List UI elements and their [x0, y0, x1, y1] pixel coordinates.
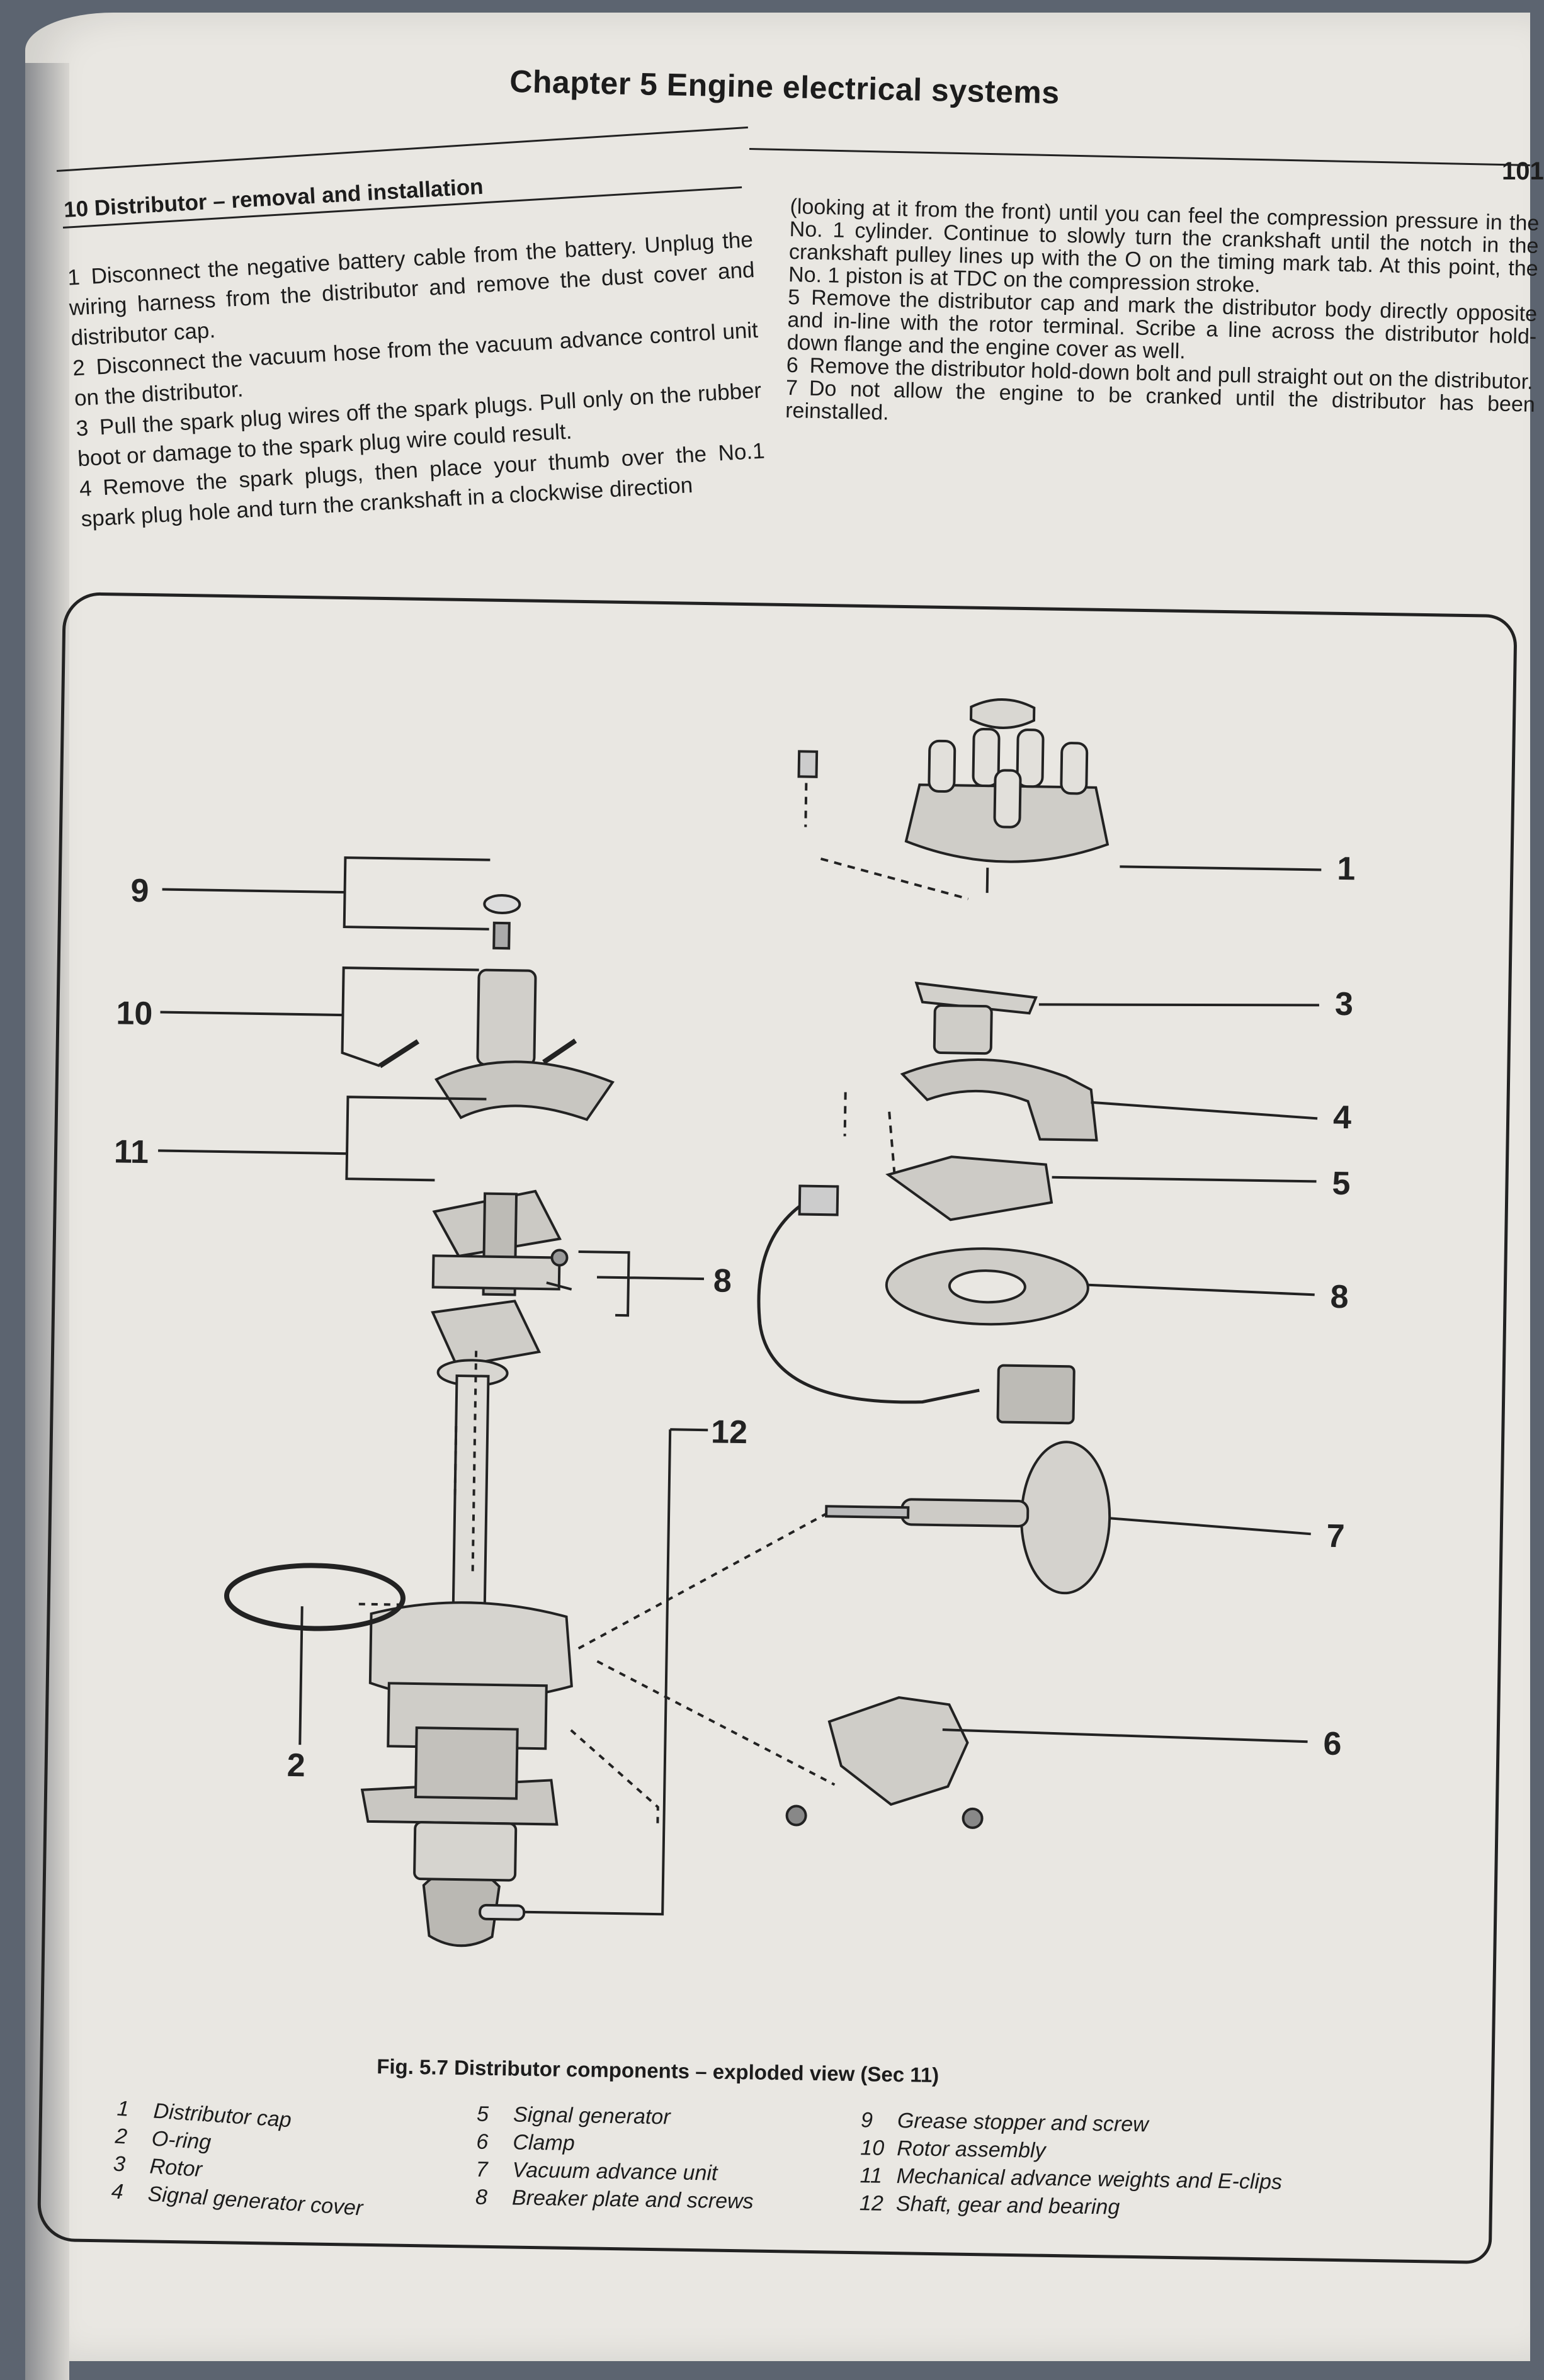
callout-5: 5	[1332, 1165, 1351, 1202]
chapter-title: Chapter 5 Engine electrical systems	[509, 63, 1060, 111]
legend-number: 5	[476, 2102, 489, 2126]
legend-label: Grease stopper and screw	[897, 2109, 1149, 2137]
callout-1: 1	[1337, 851, 1356, 887]
paragraph-text: (looking at it from the front) until you…	[788, 195, 1540, 297]
paragraph-number: 4	[79, 476, 93, 502]
legend-column-3: 9 Grease stopper and screw 10 Rotor assemb…	[860, 2106, 1283, 2224]
paragraph-number: 7	[785, 375, 798, 400]
o-ring-part	[224, 1563, 406, 1631]
callout-2: 2	[287, 1747, 305, 1784]
page-number: 101	[1502, 157, 1544, 185]
legend-number: 6	[476, 2129, 489, 2154]
figure-frame: 1 3 4 5 8 7 6 8 12 9 10 11 2 Fig. 5.7 Di…	[37, 592, 1518, 2264]
paragraph-number: 2	[72, 355, 86, 381]
legend-number: 2	[114, 2124, 128, 2149]
legend-number: 12	[859, 2191, 884, 2216]
legend-label: O-ring	[150, 2126, 212, 2155]
callout-3: 3	[1335, 986, 1354, 1023]
callout-9: 9	[130, 873, 149, 909]
legend-label: Signal generator	[513, 2102, 671, 2129]
callout-8-left: 8	[713, 1262, 732, 1299]
legend-number: 4	[110, 2179, 125, 2204]
legend-number: 3	[112, 2151, 127, 2177]
right-text-column: (looking at it from the front) until you…	[785, 195, 1540, 439]
grease-stopper-part	[483, 894, 521, 915]
legend-label: Clamp	[513, 2130, 575, 2156]
callout-12: 12	[711, 1414, 748, 1451]
mechanical-advance-part	[431, 1189, 562, 1296]
legend-label: Rotor	[149, 2154, 203, 2182]
legend-item: 6 Clamp	[476, 2128, 754, 2160]
legend-label: Vacuum advance unit	[512, 2158, 718, 2185]
paragraph-number: 1	[67, 264, 81, 290]
legend-number: 9	[860, 2108, 873, 2133]
section-heading: 10 Distributor – removal and installatio…	[63, 174, 484, 222]
figure-caption: Fig. 5.7 Distributor components – explod…	[376, 2054, 939, 2087]
shaft-gear-bearing-part	[422, 1359, 526, 1947]
legend-item: 5 Signal generator	[477, 2100, 755, 2133]
callout-10: 10	[116, 995, 153, 1032]
legend-label: Breaker plate and screws	[511, 2185, 754, 2214]
legend-label: Mechanical advance weights and E-clips	[896, 2164, 1283, 2194]
signal-generator-part	[757, 1155, 1076, 1425]
legend-item: 8 Breaker plate and screws	[475, 2184, 754, 2216]
left-text-column: 10 Distributor – removal and installatio…	[63, 157, 767, 535]
distributor-housing-part	[360, 1601, 573, 1882]
manual-page: Chapter 5 Engine electrical systems 101 …	[25, 13, 1544, 2380]
signal-generator-cover-part	[900, 1058, 1098, 1142]
callout-4: 4	[1333, 1099, 1352, 1136]
paragraph: (looking at it from the front) until you…	[788, 195, 1540, 303]
legend-item: 7 Vacuum advance unit	[475, 2156, 754, 2188]
legend-number: 11	[860, 2163, 883, 2188]
book-spine-shadow	[25, 63, 69, 2380]
paragraph-number: 3	[75, 416, 89, 441]
clamp-part	[827, 1696, 969, 1806]
legend-number: 10	[860, 2136, 885, 2160]
callout-11: 11	[114, 1133, 149, 1170]
paragraph-number: 6	[786, 353, 799, 378]
vacuum-advance-unit-part	[825, 1441, 1111, 1595]
callout-8-right: 8	[1330, 1279, 1349, 1315]
header-rule-right	[749, 148, 1530, 166]
legend-label: Rotor assembly	[897, 2136, 1046, 2163]
distributor-exploded-diagram: 1 3 4 5 8 7 6 8 12 9 10 11 2	[114, 698, 1356, 1947]
rotor-assembly-part	[378, 968, 615, 1121]
callout-6: 6	[1323, 1726, 1342, 1762]
legend-label: Shaft, gear and bearing	[895, 2192, 1120, 2219]
legend-column-2: 5 Signal generator 6 Clamp 7 Vacuum advance…	[475, 2100, 755, 2216]
legend-number: 1	[116, 2096, 130, 2121]
distributor-cap-part	[904, 698, 1110, 893]
callout-7: 7	[1326, 1518, 1345, 1555]
rotor-part	[914, 982, 1038, 1055]
legend-number: 8	[475, 2185, 488, 2209]
paragraph-number: 5	[787, 285, 800, 310]
legend-number: 7	[475, 2157, 488, 2182]
